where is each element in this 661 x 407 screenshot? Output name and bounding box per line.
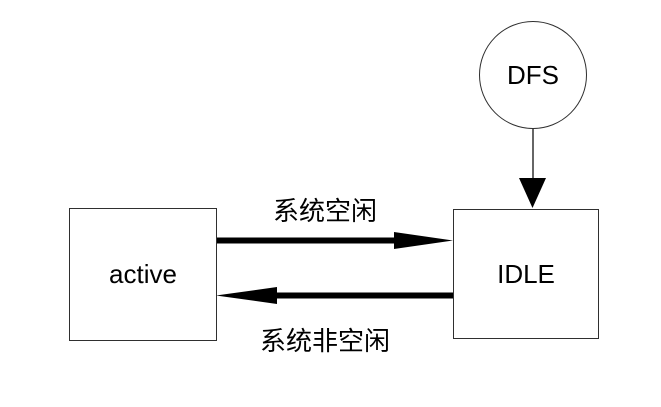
dfs-node-label: DFS (507, 59, 559, 90)
arrowhead-right-icon (394, 232, 453, 249)
active-node-label: active (109, 259, 177, 289)
active-to-idle-arrow (216, 232, 453, 249)
edge-label-system-not-idle: 系统非空闲 (259, 326, 391, 356)
idle-to-active-arrow (216, 287, 453, 304)
edge-label-system-idle: 系统空闲 (272, 196, 378, 226)
active-node: active (69, 208, 217, 341)
idle-node-label: IDLE (497, 258, 555, 289)
dfs-to-idle-arrow (519, 129, 546, 208)
arrowhead-down-icon (519, 178, 546, 208)
idle-node: IDLE (453, 209, 599, 339)
dfs-node: DFS (479, 21, 587, 129)
arrowhead-left-icon (216, 287, 277, 304)
